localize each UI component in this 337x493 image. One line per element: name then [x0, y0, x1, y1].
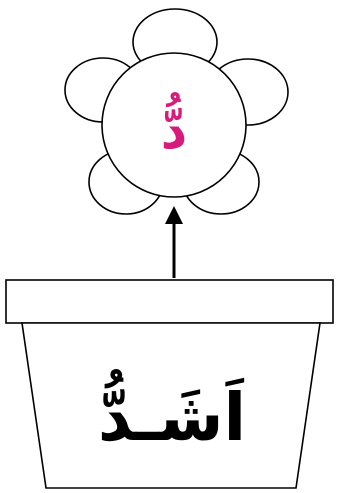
- pot-word: اَشَـدُّ: [98, 368, 246, 456]
- arrow-head-icon: [165, 206, 183, 224]
- flower-letter: دُّ: [161, 92, 188, 161]
- pot-rim: [6, 280, 333, 323]
